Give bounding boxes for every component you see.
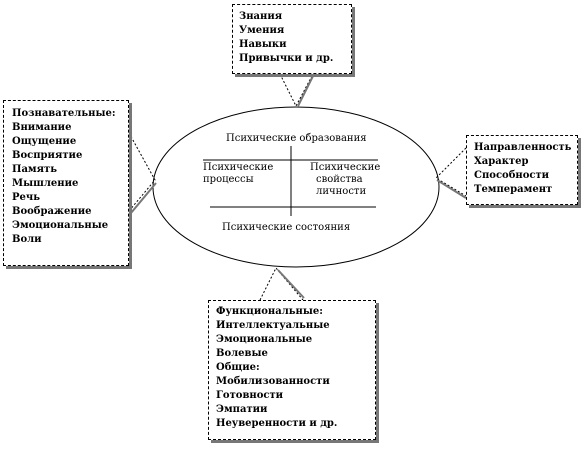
list-heading: Общие: <box>216 362 260 373</box>
list-item: Мобилизованности <box>216 376 330 387</box>
list-item: Ощущение <box>12 136 77 147</box>
list-item: Умения <box>239 25 285 36</box>
list-item: Привычки и др. <box>239 53 334 64</box>
right-callout-pointer-shadow <box>436 179 467 199</box>
center-bottom-label: Психические состояния <box>222 222 351 233</box>
center-left-line: процессы <box>203 174 254 185</box>
list-item: Навыки <box>239 39 287 50</box>
list-item: Речь <box>12 192 40 203</box>
left-callout-pointer <box>128 132 156 212</box>
list-item: Характер <box>474 156 529 167</box>
list-item: Направленность <box>474 142 572 153</box>
bottom-callout-pointer-shadow <box>277 269 305 299</box>
bottom-callout-box: Функциональные: Интеллектуальные Эмоцион… <box>208 300 376 440</box>
list-item: Способности <box>474 170 550 181</box>
list-item: Мышление <box>12 178 79 189</box>
list-item: Волевые <box>216 348 268 359</box>
list-heading: Познавательные: <box>12 108 116 119</box>
center-right-line: личности <box>316 186 367 197</box>
central-ellipse <box>152 106 440 268</box>
list-item: Готовности <box>216 390 284 401</box>
top-callout-pointer <box>279 73 314 108</box>
list-item: Эмоциональные <box>216 334 313 345</box>
top-callout-pointer-shadow <box>297 75 314 107</box>
list-item: Восприятие <box>12 150 83 161</box>
list-item: Темперамент <box>474 184 553 195</box>
list-item: Неуверенности и др. <box>216 418 338 429</box>
list-item: Интеллектуальные <box>216 320 330 331</box>
top-callout-box: Знания Умения Навыки Привычки и др. <box>232 4 352 74</box>
right-callout-pointer <box>435 147 467 197</box>
list-item: Память <box>12 164 57 175</box>
center-right-line: Психические <box>310 162 381 173</box>
center-left-cell: Психические процессы <box>203 162 273 186</box>
left-callout-box: Познавательные: Внимание Ощущение Воспри… <box>3 100 129 266</box>
list-item: Воображение <box>12 206 92 217</box>
list-item: Знания <box>239 11 283 22</box>
center-right-line: свойства <box>316 174 363 185</box>
list-item: Воли <box>12 234 42 245</box>
right-callout-box: Направленность Характер Способности Темп… <box>466 135 578 205</box>
center-right-cell: Психические свойства личности <box>310 162 380 198</box>
list-item: Внимание <box>12 122 72 133</box>
list-item: Эмпатии <box>216 404 268 415</box>
list-heading: Функциональные: <box>216 306 323 317</box>
left-callout-pointer-shadow <box>130 182 157 214</box>
list-item: Эмоциональные <box>12 220 109 231</box>
center-title: Психические образования <box>226 133 367 144</box>
center-left-line: Психические <box>203 162 274 173</box>
